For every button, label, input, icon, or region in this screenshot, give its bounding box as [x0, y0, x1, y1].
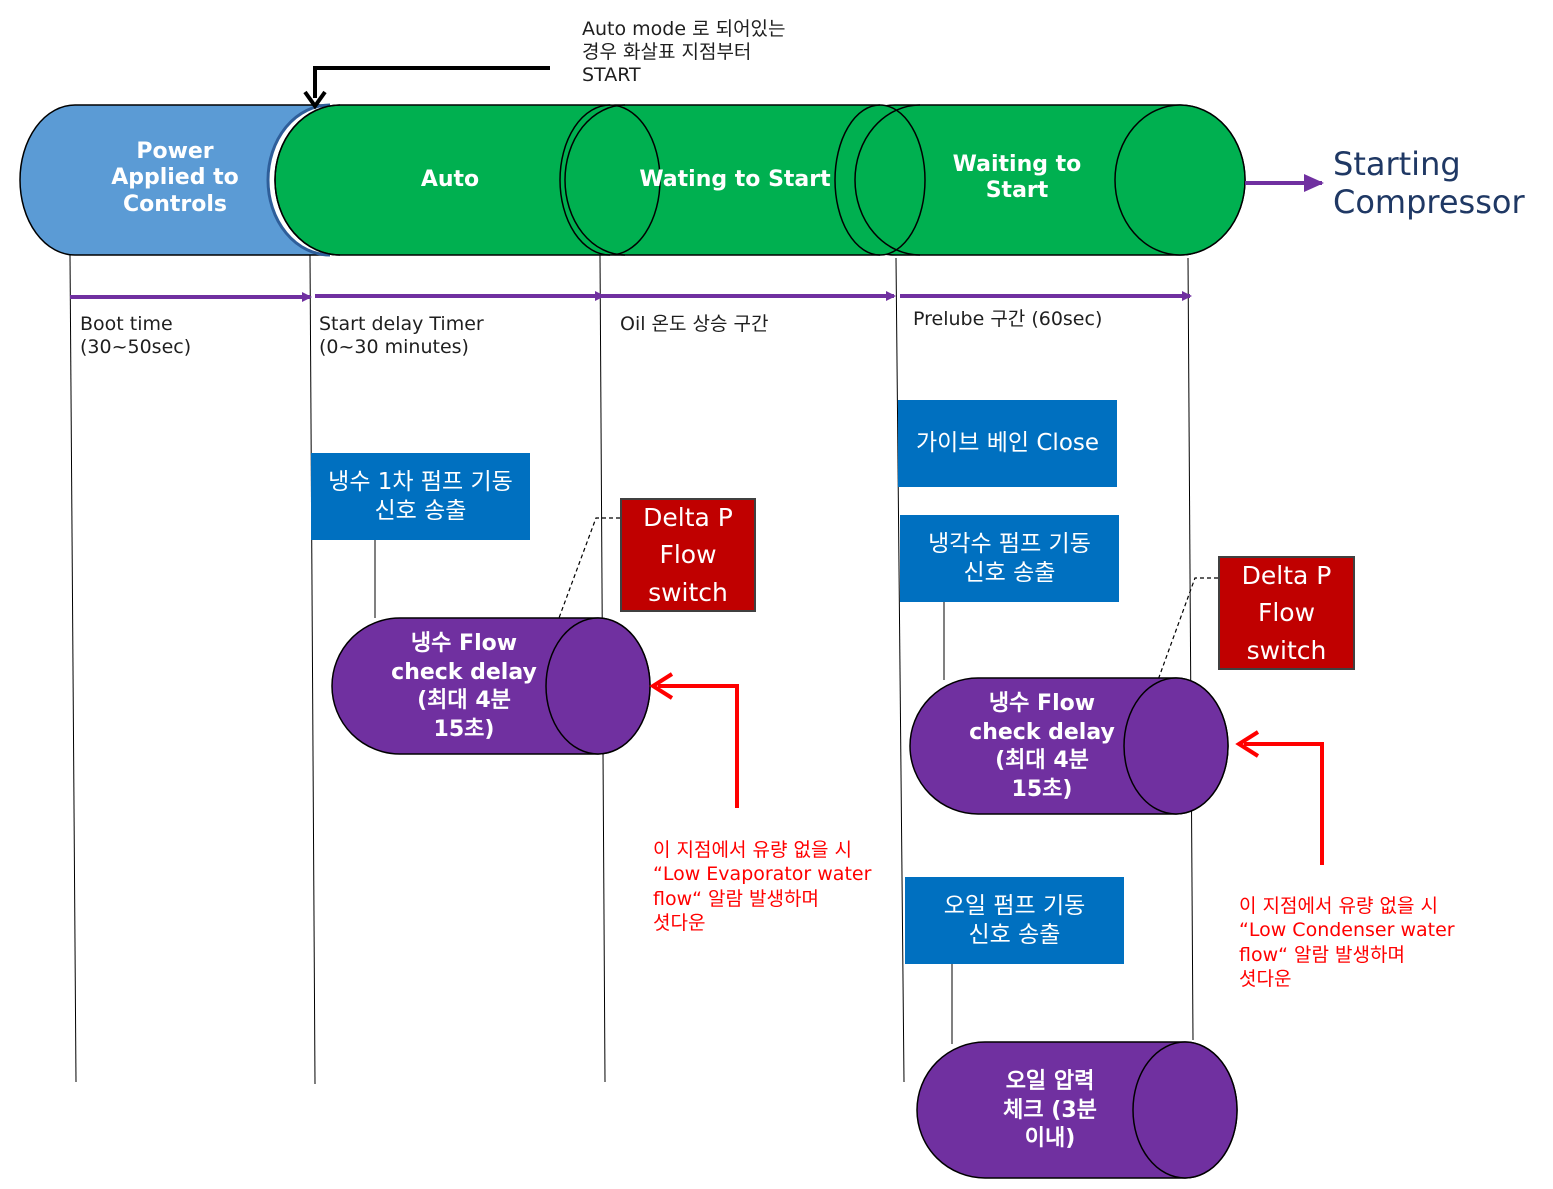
box-oil-pump-signal: 오일 펌프 기동 신호 송출: [905, 877, 1124, 964]
cyl-chw-left-shape: [331, 617, 651, 755]
alarm-low-evaporator: 이 지점에서 유량 없을 시 “Low Evaporator water flo…: [653, 839, 872, 934]
interval-arrows: [70, 291, 1192, 302]
delta-p-flow-switch-left: Delta P Flow switch: [620, 498, 756, 612]
box-guide-vane-close: 가이브 베인 Close: [898, 400, 1117, 487]
delta-p-flow-switch-right: Delta P Flow switch: [1218, 556, 1355, 670]
cyl-chw-right-shape: [909, 677, 1229, 815]
stage-power-label: Power Applied to Controls: [111, 139, 239, 217]
interval-oil-temp: Oil 온도 상승 구간: [620, 313, 769, 335]
stage-auto-label: Auto: [420, 167, 480, 192]
stage-cylinder-power: [19, 103, 331, 257]
interval-prelube: Prelube 구간 (60sec): [913, 308, 1103, 330]
cyl-oil-pressure-label: 오일 압력 체크 (3분 이내): [1003, 1069, 1097, 1152]
alarm-low-condenser: 이 지점에서 유량 없을 시 “Low Condenser water flow…: [1239, 895, 1455, 990]
stage-waiting-label: Waiting to Start: [952, 152, 1082, 204]
interval-start-delay: Start delay Timer (0~30 minutes): [319, 313, 484, 358]
stage-wating-label: Wating to Start: [639, 167, 831, 192]
cyl-chw-check-right-label: 냉수 Flow check delay (최대 4분 15초): [969, 691, 1115, 802]
box-chilled-pump-signal: 냉수 1차 펌프 기동 신호 송출: [311, 453, 530, 540]
stage-cylinder-auto: [274, 104, 661, 256]
interval-boot-time: Boot time (30~50sec): [80, 313, 192, 358]
stage-cylinder-waiting: [829, 104, 1246, 256]
cyl-chw-check-left-label: 냉수 Flow check delay (최대 4분 15초): [391, 631, 537, 742]
box-condenser-pump-signal: 냉각수 펌프 기동 신호 송출: [900, 515, 1119, 602]
cyl-oil-pressure-shape: [916, 1041, 1238, 1179]
starting-compressor-label: Starting Compressor: [1333, 145, 1525, 222]
auto-mode-note: Auto mode 로 되어있는 경우 화살표 지점부터 START: [582, 18, 786, 86]
